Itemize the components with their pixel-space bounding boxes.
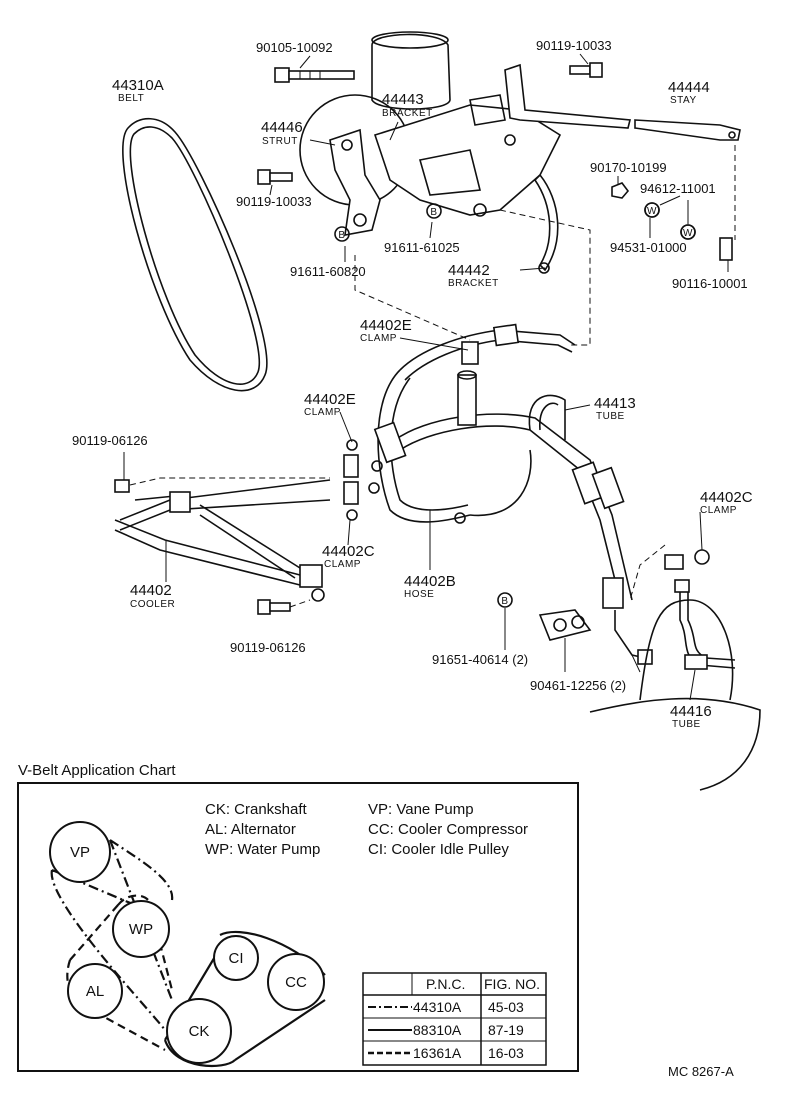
svg-text:B: B (430, 207, 437, 218)
footer-code: MC 8267-A (668, 1064, 734, 1079)
table-row-2-fig: 87-19 (488, 1022, 524, 1038)
pulley-vp: VP (49, 821, 111, 883)
svg-text:W: W (683, 228, 693, 239)
label-90119-06126-upper: 90119-06126 (72, 433, 148, 448)
label-44402B-name: HOSE (404, 589, 434, 600)
table-row-3-pnc: 16361A (413, 1045, 462, 1061)
svg-text:CI: CI (229, 950, 244, 967)
marker-b-3: B (497, 592, 513, 608)
svg-text:VP: VP (70, 844, 90, 861)
clamp-bracket-drawing (538, 609, 592, 641)
label-44402C-center: 44402C (322, 543, 375, 560)
pulley-al: AL (67, 963, 123, 1019)
pulley-cc: CC (267, 953, 325, 1011)
marker-b-1: B (426, 203, 442, 219)
reservoir-drawing (371, 31, 451, 110)
label-90119-10033-top: 90119-10033 (536, 38, 612, 53)
bolt-90119-left-drawing (257, 169, 293, 185)
label-44413: 44413 (594, 395, 636, 412)
pulley-ck: CK (166, 998, 232, 1064)
legend-ck: CK: Crankshaft (205, 801, 308, 818)
label-44402C-center-name: CLAMP (324, 559, 361, 570)
marker-w-1: W (644, 202, 660, 218)
svg-text:CK: CK (189, 1023, 210, 1040)
label-44446: 44446 (261, 119, 303, 136)
label-90461-12256: 90461-12256 (2) (530, 678, 626, 693)
bracket-44442-drawing (533, 173, 559, 274)
pnc-table: P.N.C. FIG. NO. 44310A 45-03 88310A 87-1… (362, 972, 547, 1066)
label-44402: 44402 (130, 582, 172, 599)
label-44402B: 44402B (404, 573, 456, 590)
legend-cc: CC: Cooler Compressor (368, 821, 528, 838)
bracket-44443-drawing (373, 94, 562, 217)
label-44446-name: STRUT (262, 136, 298, 147)
legend-vp: VP: Vane Pump (368, 801, 474, 818)
strut-drawing (329, 128, 381, 236)
label-44402E-top-name: CLAMP (360, 333, 397, 344)
label-44444: 44444 (668, 79, 710, 96)
label-44402E-left-name: CLAMP (304, 407, 341, 418)
bolt-90119-top-drawing (569, 62, 603, 78)
label-90119-10033-left: 90119-10033 (236, 194, 312, 209)
label-91611-60820: 91611-60820 (290, 264, 366, 279)
label-91651-40614: 91651-40614 (2) (432, 652, 528, 667)
label-94612-11001: 94612-11001 (640, 181, 716, 196)
pulley-ci: CI (213, 935, 259, 981)
label-44310A: 44310A (112, 77, 164, 94)
chart-frame (17, 782, 579, 1072)
label-90105-10092: 90105-10092 (256, 40, 333, 55)
table-header-pnc: P.N.C. (426, 976, 465, 992)
svg-text:W: W (647, 206, 657, 217)
label-44413-name: TUBE (596, 411, 625, 422)
table-row-1-pnc: 44310A (413, 999, 462, 1015)
svg-text:B: B (338, 230, 345, 241)
table-row-2-pnc: 88310A (413, 1022, 462, 1038)
svg-text:WP: WP (129, 921, 153, 938)
label-94531-01000: 94531-01000 (610, 240, 687, 255)
label-44416: 44416 (670, 703, 712, 720)
label-44442-name: BRACKET (448, 278, 499, 289)
hose-assembly-drawing (343, 323, 710, 665)
pulley-wp: WP (112, 900, 170, 958)
label-90116-10001: 90116-10001 (672, 276, 748, 291)
label-44310A-name: BELT (118, 93, 144, 104)
belt-drawing (122, 117, 268, 392)
label-44402E-left: 44402E (304, 391, 356, 408)
label-44443-name: BRACKET (382, 108, 433, 119)
marker-b-2: B (334, 226, 350, 242)
legend-wp: WP: Water Pump (205, 841, 320, 858)
label-44402E-top: 44402E (360, 317, 412, 334)
bolt-90105-drawing (274, 67, 355, 83)
marker-w-2: W (680, 224, 696, 240)
stay-drawing (504, 63, 741, 141)
label-44416-name: TUBE (672, 719, 701, 730)
label-91611-61025: 91611-61025 (384, 240, 460, 255)
label-44402C-right: 44402C (700, 489, 753, 506)
tube-44416-drawing (589, 579, 761, 791)
table-row-1-fig: 45-03 (488, 999, 524, 1015)
svg-text:CC: CC (285, 974, 307, 991)
label-90119-06126-lower: 90119-06126 (230, 640, 306, 655)
label-44444-name: STAY (670, 95, 697, 106)
label-90170-10199: 90170-10199 (590, 160, 667, 175)
cooler-drawing (114, 477, 331, 602)
leader-lines (123, 53, 729, 701)
legend-ci: CI: Cooler Idle Pulley (368, 841, 509, 858)
legend-al: AL: Alternator (205, 821, 296, 838)
label-44443: 44443 (382, 91, 424, 108)
label-44402-name: COOLER (130, 599, 175, 610)
svg-text:B: B (501, 596, 508, 607)
bolt-90119-lower-drawing (257, 599, 311, 615)
table-row-3-fig: 16-03 (488, 1045, 524, 1061)
table-header-fig: FIG. NO. (484, 976, 540, 992)
label-44402C-right-name: CLAMP (700, 505, 737, 516)
label-44442: 44442 (448, 262, 490, 279)
chart-title: V-Belt Application Chart (18, 762, 176, 779)
svg-text:AL: AL (86, 983, 104, 1000)
